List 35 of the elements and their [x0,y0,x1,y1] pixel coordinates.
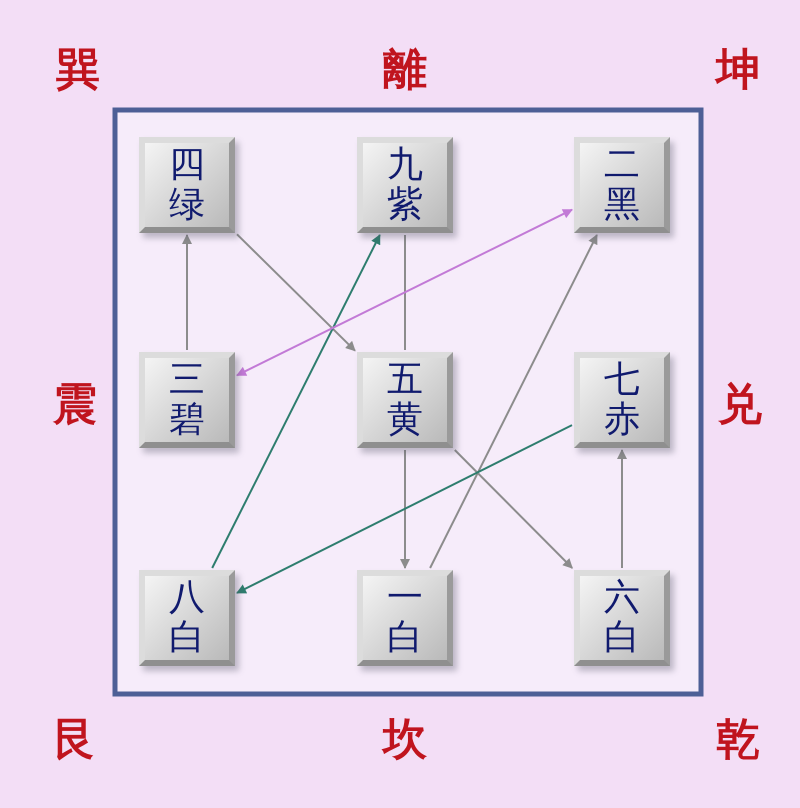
tile-box [574,570,670,666]
direction-label: 坤 [714,45,761,95]
direction-label: 乾 [715,715,761,765]
arrow [617,449,627,568]
arrow [182,234,192,350]
tile-text: 一白 [386,578,424,658]
tile-text: 三碧 [168,360,206,440]
tile-text: 八白 [168,578,206,658]
arrow [429,234,598,568]
tile-text: 二黑 [603,145,641,225]
arrow [211,234,381,568]
direction-label: 離 [382,45,428,95]
arrow [236,234,356,352]
arrow [400,450,410,569]
tile-text: 五黄 [386,360,424,440]
tile-box [574,352,670,448]
direction-label: 坎 [380,715,428,765]
direction-label: 巽 [55,45,101,95]
tile-text: 六白 [603,578,641,658]
tile-text: 七赤 [603,360,641,440]
direction-label: 震 [52,380,98,430]
direction-label: 兑 [717,380,763,430]
direction-label: 艮 [52,715,98,765]
tile-box [139,570,235,666]
tile-box [139,352,235,448]
tile-text: 九紫 [386,145,424,225]
tile-box [574,137,670,233]
arrow [454,449,573,569]
tile-text: 四绿 [168,145,206,225]
tile-box [357,137,453,233]
tile-box [357,570,453,666]
arrow [236,208,573,376]
tile-box [139,137,235,233]
tile-box [357,352,453,448]
arrow [236,424,572,594]
